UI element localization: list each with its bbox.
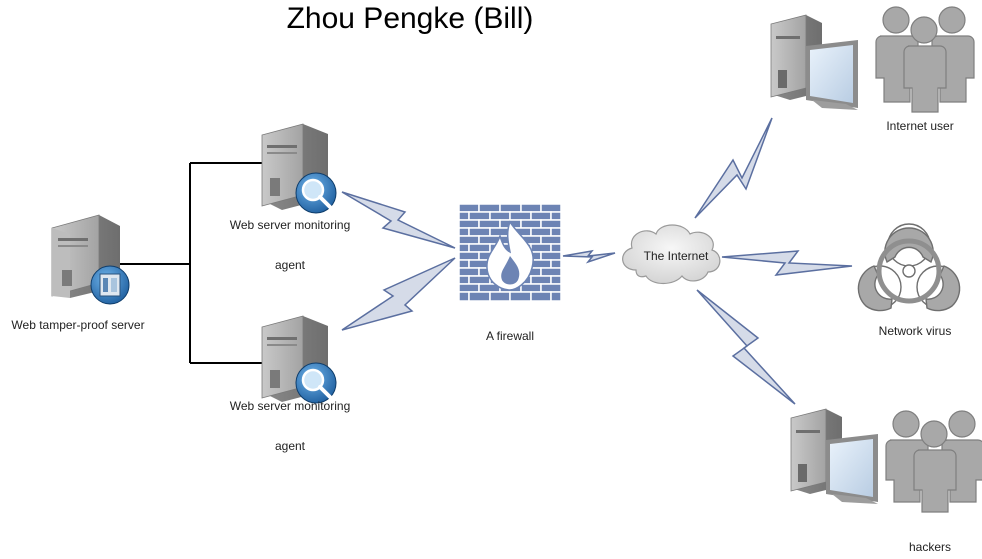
bolt-firewall-internet <box>562 249 616 264</box>
internet-user-computer-icon <box>770 14 858 110</box>
internet-user-label: Internet user <box>886 119 954 133</box>
monitoring-agent-1-label-line1: Web server monitoring <box>229 218 351 232</box>
diagram-title: Zhou Pengke (Bill) <box>286 2 534 35</box>
hackers-people-icon <box>885 410 982 513</box>
monitoring-agent-1-icon <box>261 123 337 214</box>
biohazard-icon <box>857 223 961 312</box>
monitoring-agent-2-label-line2: agent <box>274 439 306 453</box>
bolt-internet-hackers <box>696 289 796 405</box>
monitoring-agent-1-label-line2: agent <box>274 258 306 272</box>
bolt-agent2-firewall <box>341 257 456 331</box>
firewall-icon <box>458 203 562 304</box>
monitoring-agent-2-icon <box>261 315 337 404</box>
internet-label: The Internet <box>643 249 709 263</box>
bolt-internet-virus <box>721 250 853 276</box>
lightning-links <box>341 117 853 405</box>
bolt-internet-user <box>694 117 773 219</box>
tamper-proof-server-icon <box>51 214 130 305</box>
internet-user-people-icon <box>875 6 975 113</box>
network-virus-label: Network virus <box>878 324 952 338</box>
internet-cloud-icon <box>622 224 721 285</box>
tamper-proof-server-label: Web tamper-proof server <box>11 318 145 332</box>
hackers-computer-icon <box>790 408 878 504</box>
server-connector-lines <box>120 162 262 364</box>
hackers-label: hackers <box>908 540 952 554</box>
flame-icon <box>486 220 534 291</box>
bolt-agent1-firewall <box>341 191 456 249</box>
monitoring-agent-2-label-line1: Web server monitoring <box>229 399 351 413</box>
firewall-label: A firewall <box>485 329 535 343</box>
